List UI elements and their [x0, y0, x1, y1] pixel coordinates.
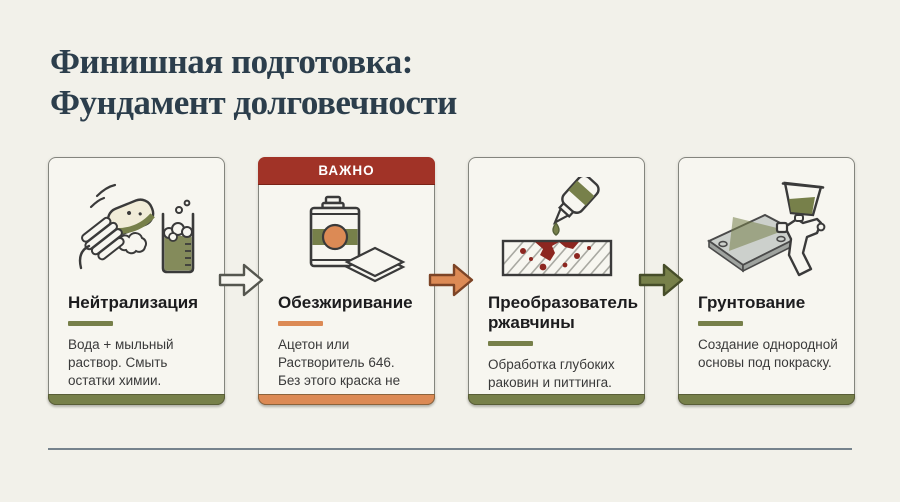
step-arrow-2-icon	[428, 263, 474, 297]
accent-rule	[698, 321, 743, 327]
sponge-and-soap-beaker-icon	[75, 179, 199, 279]
page-title-line1: Финишная подготовка:	[50, 42, 413, 81]
card-heading: Преобразователь ржавчины	[488, 293, 639, 333]
step-card-priming: Грунтование Создание однородной основы п…	[678, 157, 855, 405]
card-accent-bar	[468, 394, 645, 405]
step-card-degreasing: ВАЖНО Обезжиривание Ацетон или Растворит…	[258, 157, 435, 408]
accent-rule	[68, 321, 113, 327]
card-icon-area	[259, 190, 434, 288]
card-description: Вода + мыльный раствор. Смыть остатки хи…	[68, 337, 174, 388]
card-accent-bar	[48, 394, 225, 405]
step-card-rust-converter: Преобразователь ржавчины Обработка глубо…	[468, 157, 645, 405]
card-text-area: Преобразователь ржавчины Обработка глубо…	[488, 293, 639, 392]
page-title: Финишная подготовка: Фундамент долговечн…	[50, 42, 457, 123]
step-arrow-3-icon	[638, 263, 684, 297]
important-badge: ВАЖНО	[258, 157, 435, 185]
card-heading: Обезжиривание	[278, 293, 413, 312]
card-heading: Нейтрализация	[68, 293, 199, 312]
accent-rule	[488, 341, 533, 347]
card-description: Создание однородной основы под покраску.	[698, 337, 838, 370]
spray-gun-priming-plate-icon	[699, 175, 835, 283]
card-icon-area	[679, 170, 854, 288]
card-description: Обработка глубоких раковин и питтинга.	[488, 357, 615, 391]
footer-divider	[48, 448, 852, 450]
rust-converter-dropper-icon	[493, 177, 621, 281]
card-heading: Грунтование	[698, 293, 806, 312]
page-title-line2: Фундамент долговечности	[50, 82, 457, 122]
card-text-area: Грунтование Создание однородной основы п…	[698, 293, 846, 372]
card-icon-area	[469, 170, 644, 288]
card-text-area: Нейтрализация Вода + мыльный раствор. См…	[68, 293, 216, 390]
card-icon-area	[49, 170, 224, 288]
step-arrow-1-icon	[218, 263, 264, 297]
card-accent-bar	[258, 394, 435, 405]
card-text-area: Обезжиривание Ацетон или Растворитель 64…	[278, 293, 426, 408]
step-card-neutralization: Нейтрализация Вода + мыльный раствор. См…	[48, 157, 225, 405]
solvent-can-and-cloth-icon	[285, 193, 409, 285]
card-accent-bar	[678, 394, 855, 405]
accent-rule	[278, 321, 323, 327]
